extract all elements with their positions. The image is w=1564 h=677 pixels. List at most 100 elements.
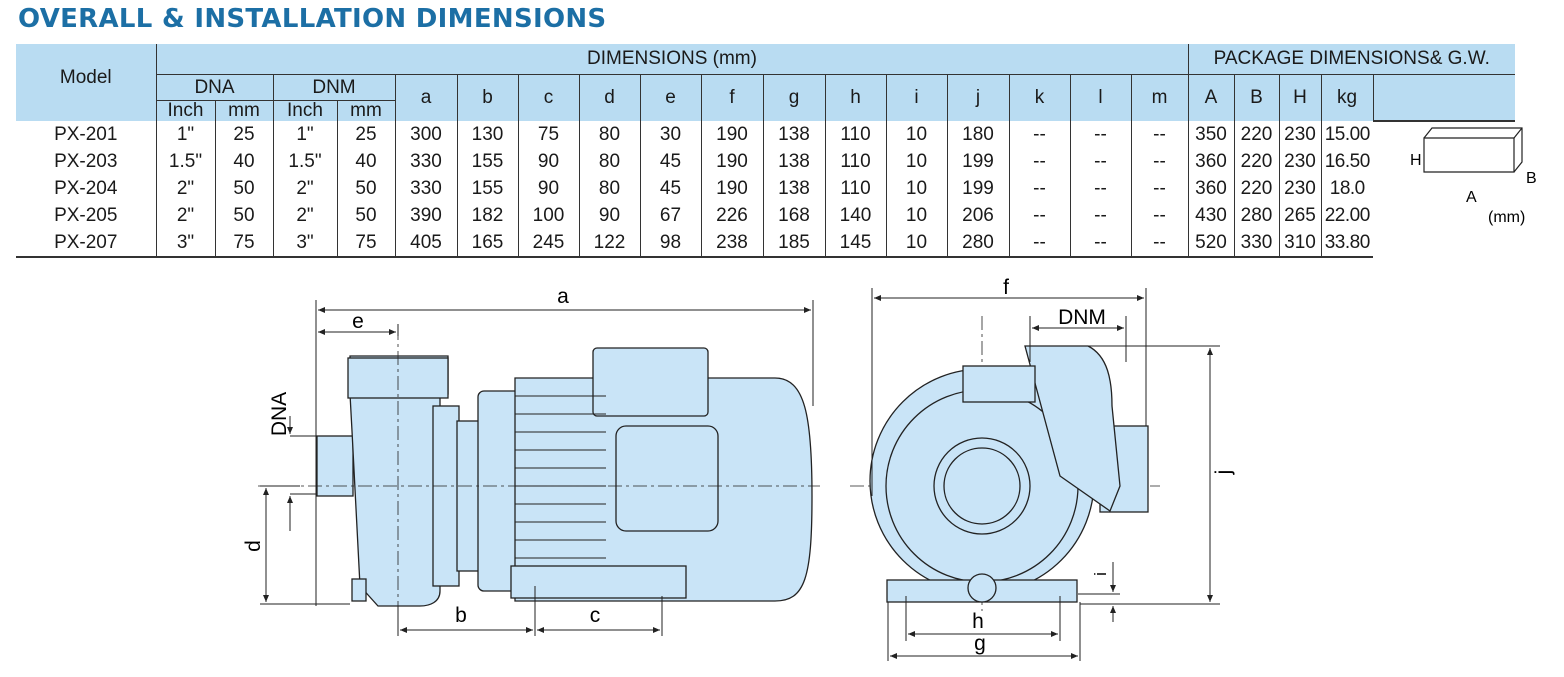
label-e: e bbox=[352, 310, 364, 333]
header-col-e: e bbox=[639, 74, 701, 121]
header-col-g: g bbox=[762, 74, 825, 121]
cell-dnm-mm: 40 bbox=[336, 148, 395, 175]
cell-dna-inch: 3" bbox=[155, 229, 215, 258]
cell-dim-k: -- bbox=[1008, 121, 1070, 148]
label-dnm: DNM bbox=[1058, 306, 1106, 329]
cell-dim-f: 190 bbox=[700, 175, 763, 202]
cell-pkg-b: 280 bbox=[1233, 202, 1279, 229]
cell-dim-c: 90 bbox=[517, 148, 579, 175]
cell-dim-e: 98 bbox=[639, 229, 701, 258]
header-pkg-kg: kg bbox=[1320, 74, 1373, 121]
cell-dim-i: 10 bbox=[885, 202, 947, 229]
volute bbox=[1024, 345, 1121, 513]
page-title: OVERALL & INSTALLATION DIMENSIONS bbox=[18, 4, 607, 34]
package-label-b: B bbox=[1526, 170, 1537, 187]
cell-dna-mm: 25 bbox=[214, 121, 273, 148]
cell-dim-g: 138 bbox=[762, 175, 825, 202]
header-col-l: l bbox=[1069, 74, 1131, 121]
cell-dim-b: 130 bbox=[456, 121, 518, 148]
header-col-a: a bbox=[394, 74, 457, 121]
cell-dim-f: 190 bbox=[700, 148, 763, 175]
cell-pkg-kg: 16.50 bbox=[1320, 148, 1373, 175]
label-h: h bbox=[972, 610, 984, 633]
cell-model: PX-204 bbox=[54, 177, 118, 199]
cell-dim-j: 206 bbox=[946, 202, 1009, 229]
label-c: c bbox=[590, 604, 601, 627]
cell-dim-i: 10 bbox=[885, 175, 947, 202]
cell-dim-k: -- bbox=[1008, 148, 1070, 175]
dimensions-table: Model DIMENSIONS (mm) PACKAGE DIMENSIONS… bbox=[16, 44, 1515, 258]
header-col-k: k bbox=[1008, 74, 1070, 121]
inlet-ring-inner bbox=[943, 447, 1021, 525]
cell-dim-f: 190 bbox=[700, 121, 763, 148]
pump-dimension-drawing: a e DNA d b c f DNM j i h g bbox=[242, 276, 1235, 661]
pump-side-view bbox=[316, 347, 813, 607]
cell-dim-d: 122 bbox=[578, 229, 640, 258]
cell-dim-e: 45 bbox=[639, 175, 701, 202]
casing-flange bbox=[432, 405, 460, 587]
cell-dna-inch: 1" bbox=[155, 121, 215, 148]
cell-dim-b: 165 bbox=[456, 229, 518, 258]
header-package: PACKAGE DIMENSIONS& G.W. bbox=[1187, 44, 1515, 75]
cell-dim-g: 168 bbox=[762, 202, 825, 229]
cell-dim-f: 238 bbox=[700, 229, 763, 258]
header-col-d: d bbox=[578, 74, 640, 121]
header-dna-inch: Inch bbox=[155, 100, 215, 121]
cell-dna-inch: 1.5" bbox=[155, 148, 215, 175]
cell-pkg-a: 520 bbox=[1187, 229, 1234, 258]
cell-dim-e: 67 bbox=[639, 202, 701, 229]
cell-dim-j: 180 bbox=[946, 121, 1009, 148]
label-g: g bbox=[974, 632, 986, 655]
cell-pkg-kg: 15.00 bbox=[1320, 121, 1373, 148]
cell-pkg-b: 220 bbox=[1233, 148, 1279, 175]
cell-dim-i: 10 bbox=[885, 121, 947, 148]
cell-dna-mm: 50 bbox=[214, 175, 273, 202]
cell-dim-l: -- bbox=[1069, 148, 1131, 175]
header-col-f: f bbox=[700, 74, 763, 121]
header-col-c: c bbox=[517, 74, 579, 121]
cell-dnm-mm: 75 bbox=[336, 229, 395, 258]
label-b: b bbox=[455, 604, 467, 627]
package-box-diagram: H B A (mm) bbox=[1410, 127, 1537, 226]
cell-dim-m: -- bbox=[1130, 229, 1188, 258]
package-box-top-side bbox=[1423, 127, 1523, 173]
cell-pkg-b: 220 bbox=[1233, 175, 1279, 202]
cell-dnm-mm: 50 bbox=[336, 175, 395, 202]
cell-dim-h: 140 bbox=[824, 202, 886, 229]
header-dnm-inch: Inch bbox=[272, 100, 337, 121]
cell-dim-c: 75 bbox=[517, 121, 579, 148]
header-col-m: m bbox=[1130, 74, 1188, 121]
cell-dim-g: 185 bbox=[762, 229, 825, 258]
cell-pkg-a: 360 bbox=[1187, 175, 1234, 202]
header-model: Model bbox=[16, 44, 156, 121]
label-j: j bbox=[1212, 470, 1235, 476]
cell-model: PX-205 bbox=[54, 204, 118, 226]
cell-dim-c: 90 bbox=[517, 175, 579, 202]
terminal-box bbox=[592, 347, 709, 417]
label-f: f bbox=[1003, 276, 1009, 299]
cell-pkg-kg: 22.00 bbox=[1320, 202, 1373, 229]
cell-pkg-a: 350 bbox=[1187, 121, 1234, 148]
cell-pkg-b: 220 bbox=[1233, 121, 1279, 148]
cell-dim-c: 100 bbox=[517, 202, 579, 229]
header-pkg-a: A bbox=[1187, 74, 1234, 121]
cell-dim-d: 80 bbox=[578, 121, 640, 148]
cell-dim-h: 110 bbox=[824, 148, 886, 175]
cell-dna-mm: 40 bbox=[214, 148, 273, 175]
package-label-h: H bbox=[1410, 152, 1422, 169]
cell-dim-a: 330 bbox=[394, 175, 457, 202]
cell-dim-g: 138 bbox=[762, 121, 825, 148]
cell-dna-mm: 50 bbox=[214, 202, 273, 229]
cell-dim-b: 182 bbox=[456, 202, 518, 229]
cell-dna-mm: 75 bbox=[214, 229, 273, 258]
suction-inlet bbox=[316, 435, 354, 497]
label-i: i bbox=[1091, 572, 1110, 576]
cell-dnm-mm: 25 bbox=[336, 121, 395, 148]
cell-pkg-h: 230 bbox=[1278, 148, 1321, 175]
motor-plate bbox=[615, 425, 719, 532]
cell-pkg-a: 360 bbox=[1187, 148, 1234, 175]
